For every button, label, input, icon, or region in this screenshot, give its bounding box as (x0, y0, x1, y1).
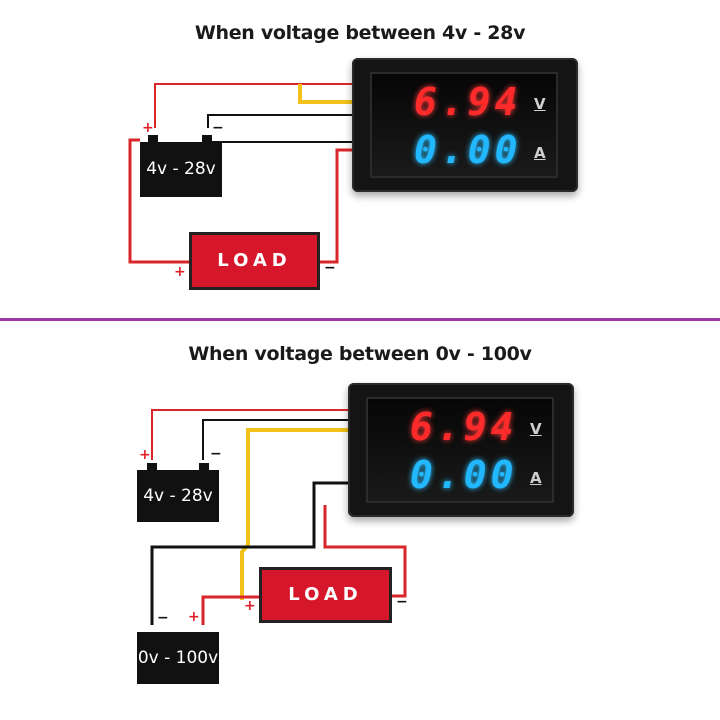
d1-black-wire-upper (207, 114, 360, 128)
d2-battery1-plus-sign: + (139, 447, 151, 463)
d1-battery-minus-sign: − (212, 120, 224, 136)
d1-red-sense-wire (154, 83, 360, 128)
d1-voltage-unit: V (534, 95, 546, 113)
d1-meter-display (370, 72, 558, 178)
d2-red-sense-wire (151, 409, 350, 460)
d1-voltmeter-ammeter: 6.94 V 0.00 A (352, 58, 578, 192)
d2-voltmeter-ammeter: 6.94 V 0.00 A (348, 383, 574, 517)
d2-battery1-negative-terminal (199, 463, 209, 471)
d2-battery2-negative-terminal (147, 632, 157, 633)
d1-voltage-reading: 6.94 (414, 80, 522, 124)
d2-black-sense-wire (202, 419, 350, 460)
d2-battery2-positive-terminal (199, 632, 209, 633)
d2-battery1-minus-sign: − (210, 446, 222, 462)
d1-battery-positive-terminal (148, 135, 158, 143)
d2-black-ground-wire (150, 481, 350, 625)
d1-current-reading: 0.00 (414, 128, 522, 172)
d2-voltage-reading: 6.94 (410, 405, 518, 449)
d1-red-battery-loop (128, 138, 190, 264)
d2-battery2-plus-sign: + (188, 609, 200, 625)
d2-battery1-positive-terminal (147, 463, 157, 471)
d1-battery-negative-terminal (202, 135, 212, 143)
d2-yellow-wire (240, 428, 350, 600)
d2-battery2-label: 0v - 100v (137, 648, 219, 668)
section-divider (0, 318, 720, 321)
d2-battery-4-28v: 4v - 28v (137, 463, 219, 522)
d2-battery1-label: 4v - 28v (143, 486, 213, 506)
d1-yellow-wire (298, 84, 360, 104)
d2-battery2-minus-sign: − (157, 610, 169, 626)
d2-current-unit: A (530, 469, 542, 487)
d2-load-minus-sign: − (396, 594, 408, 610)
d2-meter-display (366, 397, 554, 503)
d2-red-battery2-wire (201, 595, 260, 625)
d2-red-load-wire (323, 505, 407, 598)
d2-load: LOAD (259, 567, 392, 623)
d2-battery-0-100v: 0v - 100v (137, 632, 219, 684)
d1-red-load-wire (320, 148, 360, 264)
d1-load-minus-sign: − (324, 260, 336, 276)
d2-current-reading: 0.00 (410, 453, 518, 497)
d2-voltage-unit: V (530, 420, 542, 438)
diagram-1-title: When voltage between 4v - 28v (194, 22, 526, 44)
diagram-2-title: When voltage between 0v - 100v (188, 343, 532, 365)
d1-load-plus-sign: + (174, 264, 186, 280)
d1-load: LOAD (189, 232, 320, 290)
d2-load-plus-sign: + (244, 598, 256, 614)
d1-current-unit: A (534, 144, 546, 162)
d1-battery: 4v - 28v (140, 135, 222, 197)
d1-battery-plus-sign: + (142, 120, 154, 136)
d1-battery-label: 4v - 28v (146, 159, 216, 179)
